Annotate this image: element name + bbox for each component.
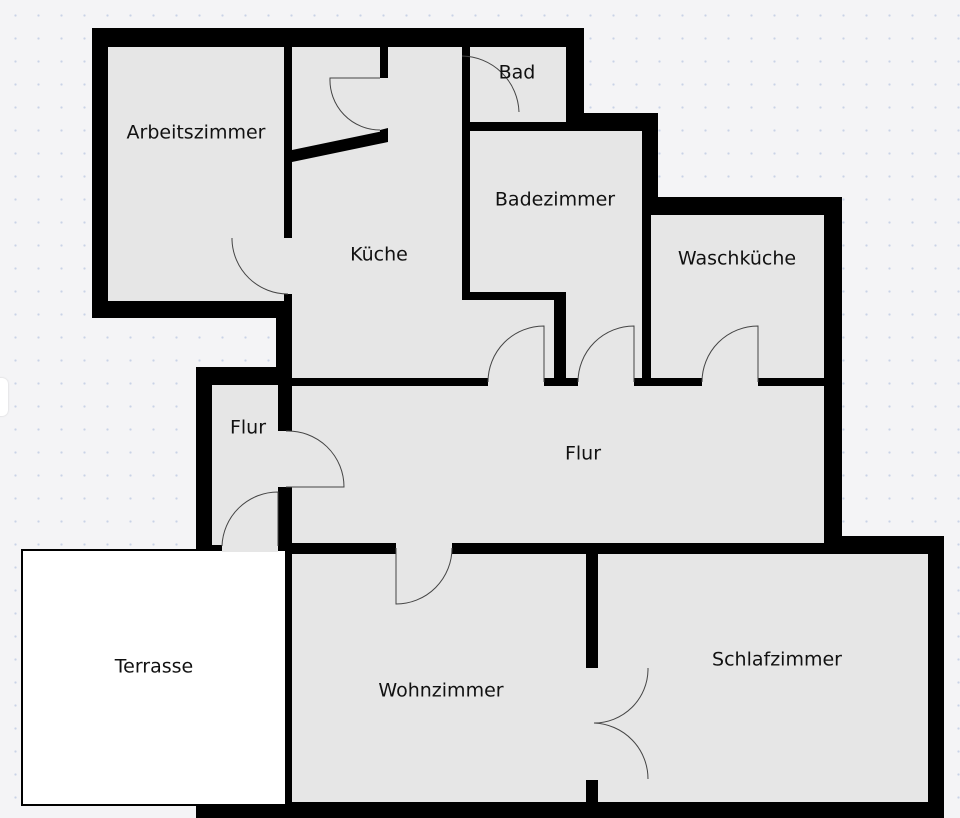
floor-flur-main [292,386,824,543]
door-arc-entrance [221,491,279,547]
door-arc-schlafzimmer-upper [593,668,649,724]
door-gap-entrance [222,538,278,552]
floor-schlafzimmer [598,554,928,802]
doors [221,55,759,780]
label-bad: Bad [499,62,536,84]
label-flur-main: Flur [565,443,601,465]
floor-badezimmer [470,131,642,378]
door-arc-arbeitszimmer [231,238,289,295]
door-arc-waschkueche [701,325,759,383]
door-gap-kueche [488,376,544,388]
door-arc-schlafzimmer-lower [593,722,649,780]
floor-waschkueche [651,215,824,378]
room-labels: Arbeitszimmer Bad Küche Badezimmer Wasch… [114,62,842,702]
room-floors [108,47,928,802]
door-gap-waschkueche [702,376,758,388]
floor-flur-small [212,385,278,545]
floor-bad [470,47,566,122]
door-gap-badezimmer [578,376,634,388]
label-terrasse: Terrasse [114,656,194,678]
label-badezimmer: Badezimmer [495,189,615,211]
door-arc-wohnzimmer [395,547,453,605]
door-gap-flur [276,431,294,487]
floor-arbeitszimmer [108,47,284,301]
door-arc-bad [461,55,520,113]
door-gap-wohnzimmer [396,540,452,556]
side-panel-handle[interactable] [0,378,8,416]
label-flur-small: Flur [230,417,266,439]
floor-kueche-nook [292,47,380,151]
label-waschkueche: Waschküche [678,248,796,270]
label-wohnzimmer: Wohnzimmer [378,680,503,702]
door-arc-badezimmer [577,325,635,383]
label-arbeitszimmer: Arbeitszimmer [127,122,266,144]
door-gap-arbeitszimmer [282,238,294,294]
wall-diagonal-kueche [292,130,388,162]
label-schlafzimmer: Schlafzimmer [712,649,842,671]
terrace-area [21,549,287,806]
door-gap-schlafzimmer [584,668,602,780]
floor-wohnzimmer [292,554,586,802]
door-arc-flur [285,430,345,488]
door-arc-nook [329,77,381,131]
door-arc-kueche [487,325,545,383]
label-kueche: Küche [350,244,408,266]
